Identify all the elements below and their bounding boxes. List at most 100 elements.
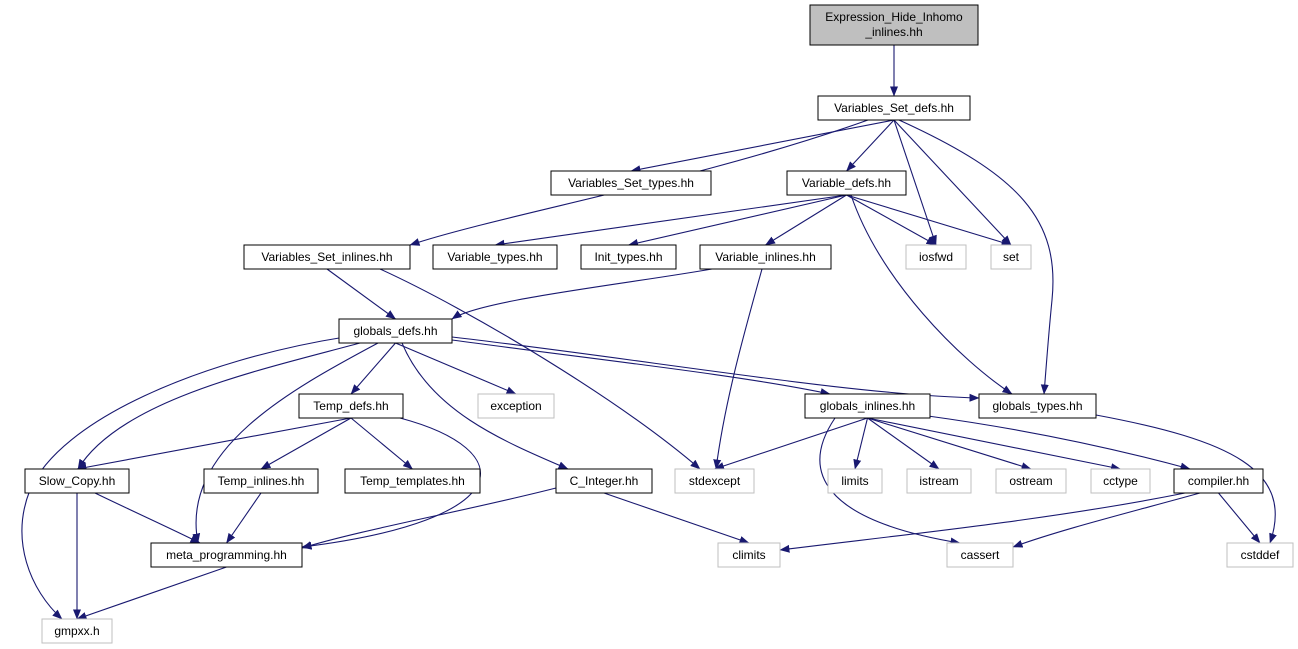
include-edge-vsinl-to-gdefs <box>326 268 396 320</box>
node-temp-templates[interactable]: Temp_templates.hh <box>344 468 481 494</box>
include-edge-vsdefs-to-vstypes <box>630 119 895 174</box>
include-edge-compiler-to-cassert <box>1012 492 1201 548</box>
include-edge-gdefs-to-slow <box>77 342 361 470</box>
include-edge-cint-to-climits <box>603 492 750 544</box>
node-limits: limits <box>827 468 883 494</box>
node-label: compiler.hh <box>1188 474 1249 488</box>
node-label: climits <box>732 548 765 562</box>
node-variable-types[interactable]: Variable_types.hh <box>432 244 558 270</box>
node-box <box>804 393 931 419</box>
include-edge-gdefs-to-gmpxx <box>21 336 346 620</box>
include-edge-vdefs-to-set <box>846 194 1012 247</box>
node-box <box>298 393 404 419</box>
node-box <box>809 4 979 46</box>
node-box <box>580 244 677 270</box>
node-cassert: cassert <box>946 542 1014 568</box>
node-label-line-1: Expression_Hide_Inhomo <box>825 10 963 24</box>
node-slow-copy[interactable]: Slow_Copy.hh <box>24 468 130 494</box>
include-edge-tdefs-to-slow <box>76 417 352 472</box>
node-globals-types[interactable]: globals_types.hh <box>978 393 1097 419</box>
node-box <box>41 618 113 644</box>
node-variable-inlines[interactable]: Variable_inlines.hh <box>699 244 832 270</box>
node-label: set <box>1003 250 1020 264</box>
include-edge-ginl-to-limits <box>853 417 869 470</box>
node-label: C_Integer.hh <box>570 474 639 488</box>
node-label: cstddef <box>1241 548 1280 562</box>
node-variables-set-defs[interactable]: Variables_Set_defs.hh <box>817 95 971 121</box>
node-box <box>243 244 411 270</box>
node-init-types[interactable]: Init_types.hh <box>580 244 677 270</box>
node-box <box>555 468 653 494</box>
node-set: set <box>990 244 1032 270</box>
node-c-integer[interactable]: C_Integer.hh <box>555 468 653 494</box>
node-label: globals_types.hh <box>992 399 1082 413</box>
node-variables-set-types[interactable]: Variables_Set_types.hh <box>550 170 712 196</box>
include-edge-vinl-to-gdefs <box>451 268 713 320</box>
node-box <box>717 542 781 568</box>
node-label: Variables_Set_inlines.hh <box>261 250 392 264</box>
node-label: istream <box>919 474 958 488</box>
node-compiler[interactable]: compiler.hh <box>1173 468 1264 494</box>
node-iosfwd: iosfwd <box>905 244 967 270</box>
node-label: Variable_inlines.hh <box>715 250 816 264</box>
node-label: Temp_templates.hh <box>360 474 465 488</box>
node-variables-set-inlines[interactable]: Variables_Set_inlines.hh <box>243 244 411 270</box>
edge-layer <box>21 45 1277 620</box>
node-temp-defs[interactable]: Temp_defs.hh <box>298 393 404 419</box>
include-edge-gdefs-to-gtypes <box>451 336 980 402</box>
node-globals-defs[interactable]: globals_defs.hh <box>338 318 453 344</box>
include-edge-gdefs-to-cint <box>401 342 569 470</box>
node-box <box>817 95 971 121</box>
include-edge-tinl-to-meta <box>226 492 262 544</box>
node-label: globals_defs.hh <box>353 324 437 338</box>
node-label: gmpxx.h <box>54 624 99 638</box>
node-globals-inlines[interactable]: globals_inlines.hh <box>804 393 931 419</box>
node-label: globals_inlines.hh <box>820 399 915 413</box>
include-edge-vdefs-to-gtypes <box>850 194 1013 395</box>
include-edge-vdefs-to-inittypes <box>628 194 847 247</box>
include-edge-gdefs-to-exception <box>395 342 517 395</box>
include-edge-vsdefs-to-iosfwd <box>893 119 937 246</box>
include-edge-vsdefs-to-vdefs <box>846 119 895 172</box>
node-box <box>477 393 555 419</box>
include-edge-vsdefs-to-set <box>893 119 1012 246</box>
include-edge-vinl-to-stdexcept <box>713 268 763 470</box>
node-box <box>203 468 319 494</box>
node-cctype: cctype <box>1090 468 1151 494</box>
include-edge-vsinl-to-stdexcept <box>379 268 701 470</box>
include-edge-cint-to-meta <box>301 487 557 550</box>
node-box <box>674 468 755 494</box>
node-box <box>24 468 130 494</box>
node-label: Variables_Set_types.hh <box>568 176 694 190</box>
include-edge-gdefs-to-ginl <box>451 339 831 396</box>
include-edge-ginl-to-istream <box>867 417 940 470</box>
node-box <box>905 244 967 270</box>
node-box <box>827 468 883 494</box>
include-edge-gdefs-to-meta <box>192 342 379 544</box>
node-label: Temp_inlines.hh <box>218 474 305 488</box>
include-edge-gtypes-to-cstddef <box>1095 414 1277 544</box>
node-istream: istream <box>906 468 972 494</box>
include-edge-ginl-to-compiler <box>927 415 1191 471</box>
node-label: limits <box>841 474 868 488</box>
node-cstddef: cstddef <box>1226 542 1294 568</box>
include-edge-vdefs-to-vinl <box>765 194 847 246</box>
node-box <box>786 170 907 196</box>
node-box <box>1173 468 1264 494</box>
node-box <box>995 468 1067 494</box>
node-ostream: ostream <box>995 468 1067 494</box>
include-edge-gdefs-to-tdefs <box>350 342 396 395</box>
node-temp-inlines[interactable]: Temp_inlines.hh <box>203 468 319 494</box>
include-edge-ginl-to-cctype <box>867 417 1121 472</box>
node-meta-programming[interactable]: meta_programming.hh <box>150 542 303 568</box>
node-label: iosfwd <box>919 250 953 264</box>
node-expression-hide-inhomo-inlines: Expression_Hide_Inhomo _inlines.hh <box>809 4 979 46</box>
node-label: Slow_Copy.hh <box>39 474 116 488</box>
node-box <box>946 542 1014 568</box>
node-box <box>906 468 972 494</box>
node-box <box>699 244 832 270</box>
node-box <box>150 542 303 568</box>
node-label: stdexcept <box>689 474 741 488</box>
include-edge-compiler-to-climits <box>779 492 1186 553</box>
node-variable-defs[interactable]: Variable_defs.hh <box>786 170 907 196</box>
